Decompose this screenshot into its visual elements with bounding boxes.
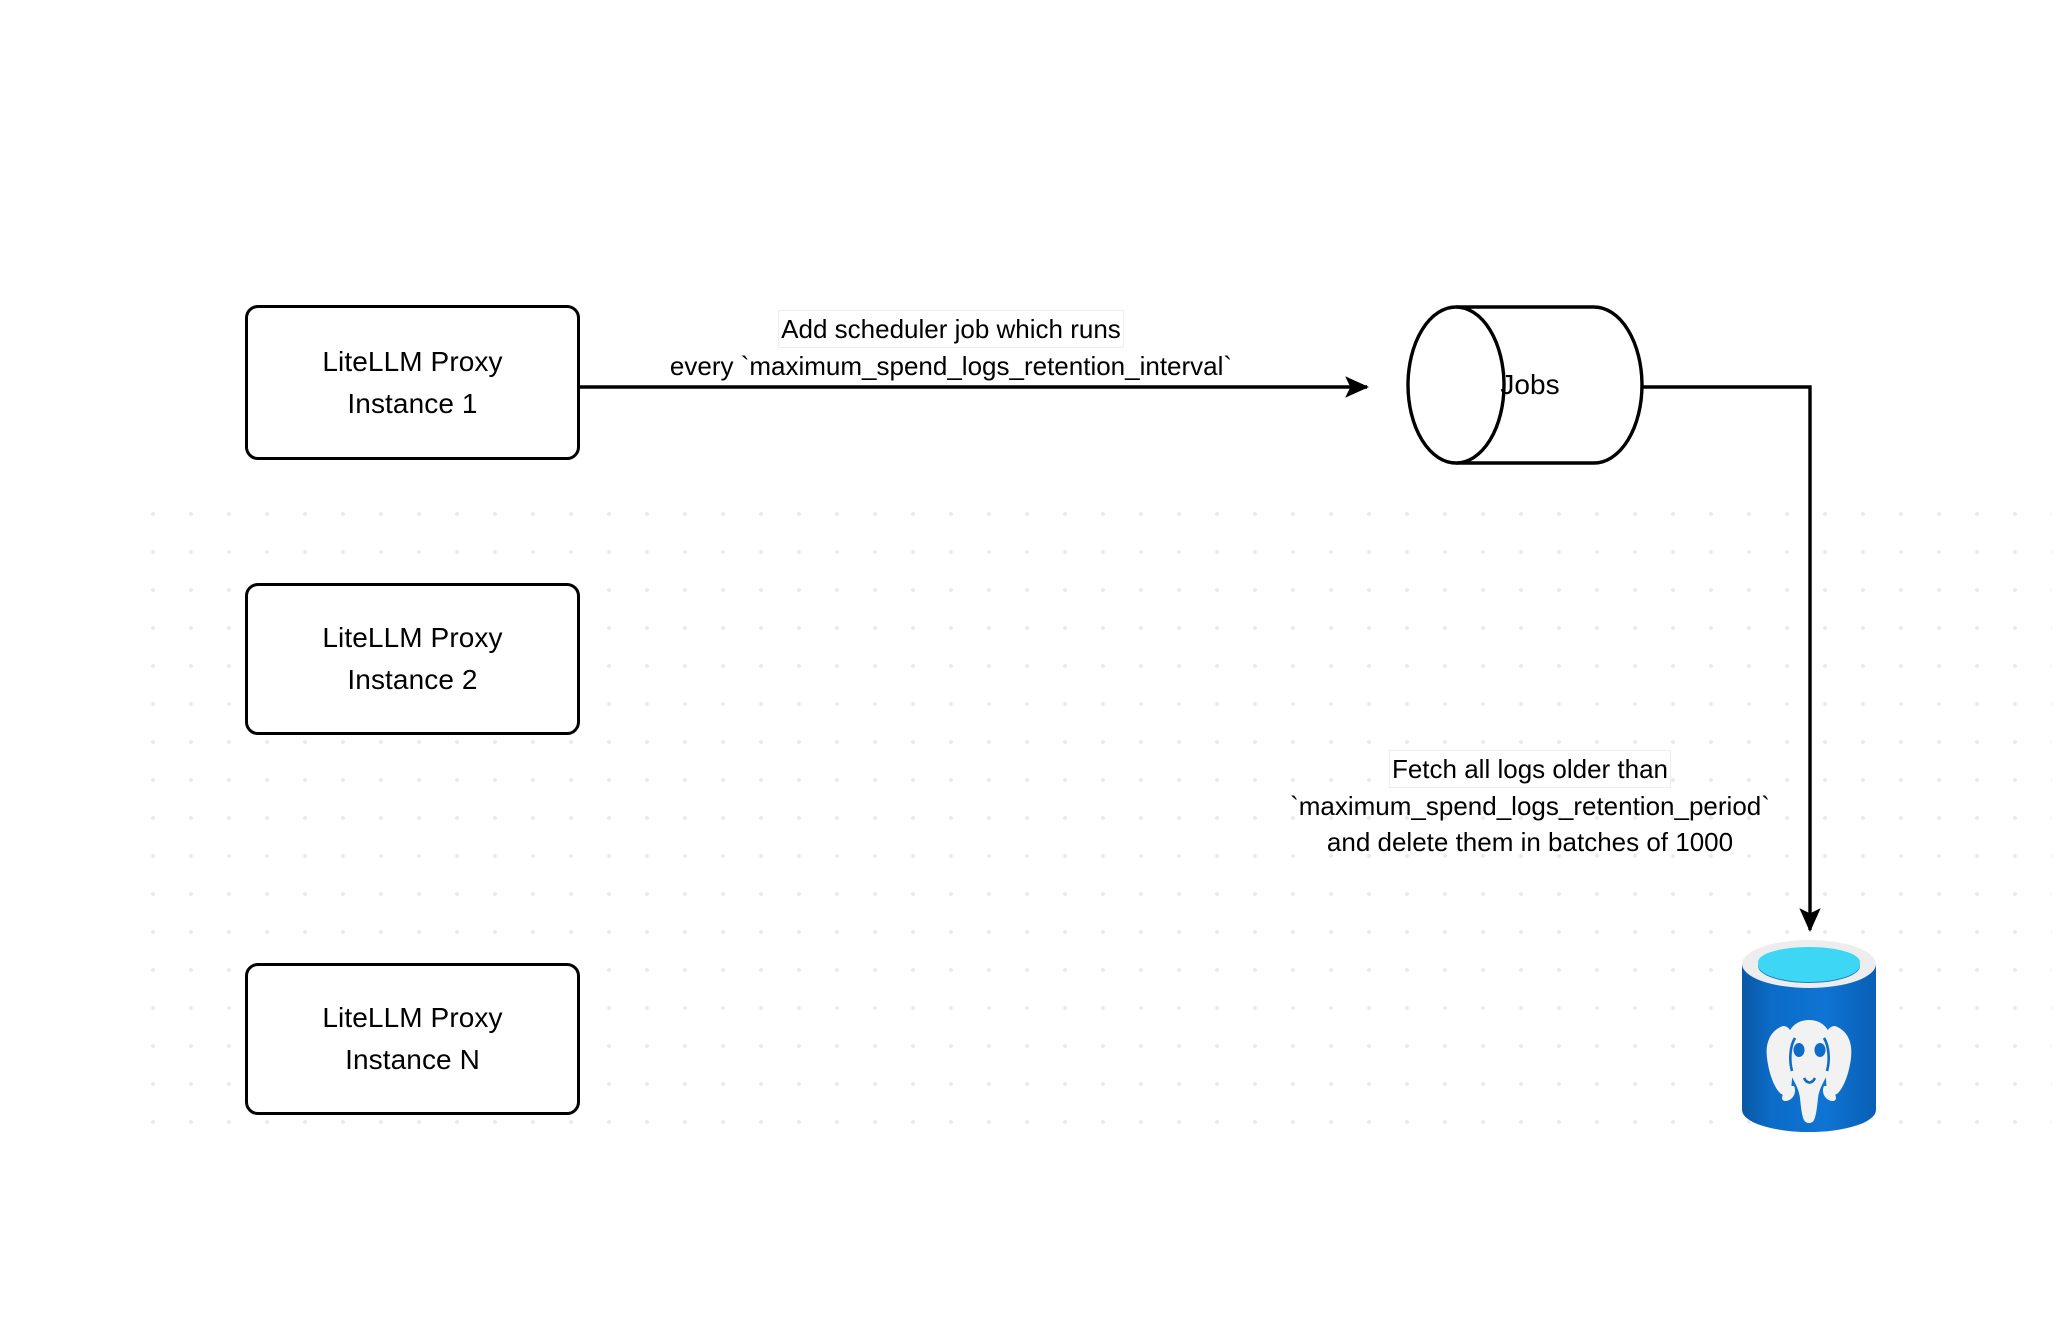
node-label-line2: Instance 1 <box>347 387 478 419</box>
node-label-line1: LiteLLM Proxy <box>322 622 503 653</box>
node-label-line2: Instance 2 <box>347 664 478 695</box>
edge-label-line2: `maximum_spend_logs_retention_period` <box>1290 791 1770 821</box>
node-litellm-proxy-instance-1[interactable]: LiteLLM Proxy Instance 1 <box>245 305 580 460</box>
edge-label-line2: every `maximum_spend_logs_retention_inte… <box>669 351 1233 381</box>
node-label-line2: Instance N <box>345 1044 480 1075</box>
node-jobs-label: Jobs <box>1500 369 1560 400</box>
node-label-line1: LiteLLM Proxy <box>322 1002 503 1033</box>
node-postgres-database[interactable] <box>1738 938 1880 1138</box>
edge-label-line3: and delete them in batches of 1000 <box>1326 827 1734 857</box>
postgres-database-icon <box>1742 940 1876 1132</box>
postgres-elephant-outline <box>1789 1037 1830 1084</box>
edge-jobs-to-database <box>1604 385 1821 932</box>
db-surface-top <box>1758 947 1860 977</box>
edge-label-line1: Add scheduler job which runs <box>778 310 1124 348</box>
postgres-elephant-eyes <box>1793 1043 1826 1057</box>
jobs-cylinder-shape <box>1406 305 1644 465</box>
edge-label-scheduler-job: Add scheduler job which runs every `maxi… <box>586 310 1316 384</box>
node-litellm-proxy-instance-n[interactable]: LiteLLM Proxy Instance N <box>245 963 580 1115</box>
node-litellm-proxy-instance-2[interactable]: LiteLLM Proxy Instance 2 <box>245 583 580 735</box>
node-label-line1: LiteLLM Proxy <box>322 345 503 377</box>
edge-label-line1: Fetch all logs older than <box>1388 750 1672 788</box>
node-jobs-queue[interactable]: Jobs <box>1382 305 1604 465</box>
edge-label-fetch-and-delete: Fetch all logs older than `maximum_spend… <box>1230 750 1830 860</box>
